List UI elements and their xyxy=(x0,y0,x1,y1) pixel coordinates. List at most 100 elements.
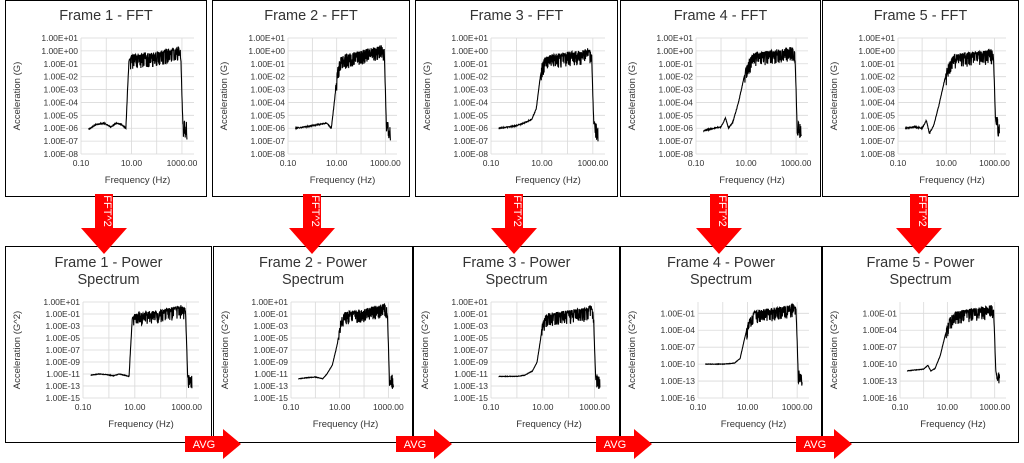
x-axis-label: Frequency (Hz) xyxy=(515,175,580,186)
fft-squared-arrow: FFT^2 xyxy=(896,194,942,254)
y-tick-label: 1.00E-03 xyxy=(44,85,79,95)
x-axis-label: Frequency (Hz) xyxy=(108,419,173,430)
x-axis-label: Frequency (Hz) xyxy=(310,175,375,186)
y-tick-label: 1.00E-06 xyxy=(454,123,489,133)
y-tick-label: 1.00E-08 xyxy=(861,149,896,159)
avg-arrow-label: AVG xyxy=(604,439,626,451)
x-tick-label: 1000.00 xyxy=(979,158,1010,168)
y-tick-label: 1.00E-01 xyxy=(454,309,489,319)
panel-title-line: Frame 3 - Power xyxy=(462,255,571,271)
y-tick-label: 1.00E-11 xyxy=(454,369,488,379)
chart-svg: 1.00E+011.00E+001.00E-011.00E-021.00E-03… xyxy=(12,33,198,186)
y-tick-label: 1.00E-13 xyxy=(661,376,696,386)
y-tick-label: 1.00E-07 xyxy=(46,345,81,355)
y-tick-label: 1.00E-13 xyxy=(254,381,289,391)
x-tick-label: 10.00 xyxy=(532,402,554,412)
y-tick-label: 1.00E-09 xyxy=(254,357,289,367)
y-tick-label: 1.00E-06 xyxy=(251,123,286,133)
x-tick-label: 1000.00 xyxy=(577,158,608,168)
y-tick-label: 1.00E+01 xyxy=(858,33,895,43)
y-tick-label: 1.00E-03 xyxy=(861,85,896,95)
x-tick-label: 0.10 xyxy=(690,402,707,412)
arrow-shape xyxy=(396,429,452,459)
x-axis-label: Frequency (Hz) xyxy=(105,175,170,186)
series-line xyxy=(294,45,391,141)
series-line xyxy=(906,304,1001,384)
x-tick-label: 1000.00 xyxy=(579,402,610,412)
panel-title: Frame 4 - FFT xyxy=(673,8,768,24)
y-tick-label: 1.00E+00 xyxy=(248,46,285,56)
y-tick-label: 1.00E+01 xyxy=(451,33,488,43)
y-tick-label: 1.00E-09 xyxy=(46,357,81,367)
y-axis-label: Acceleration (G^2) xyxy=(220,311,231,389)
y-tick-label: 1.00E-08 xyxy=(659,149,694,159)
y-tick-label: 1.00E-09 xyxy=(454,357,489,367)
y-tick-label: 1.00E-05 xyxy=(861,110,896,120)
panel-title-line: Spectrum xyxy=(281,272,345,288)
y-tick-label: 1.00E-11 xyxy=(46,369,80,379)
y-tick-label: 1.00E-16 xyxy=(661,393,696,403)
y-tick-label: 1.00E-10 xyxy=(661,359,696,369)
arrow-shape xyxy=(796,429,852,459)
series-line xyxy=(904,48,1000,137)
fft-squared-arrow: FFT^2 xyxy=(81,194,127,254)
y-tick-label: 1.00E-05 xyxy=(44,110,79,120)
panel-title-line: Spectrum xyxy=(77,272,140,288)
fft-squared-arrow: FFT^2 xyxy=(696,194,742,254)
y-tick-label: 1.00E-03 xyxy=(454,321,489,331)
x-axis-label: Frequency (Hz) xyxy=(516,419,581,430)
series-line xyxy=(498,305,601,389)
x-axis-label: Frequency (Hz) xyxy=(919,175,984,186)
x-tick-label: 10.00 xyxy=(737,402,759,412)
panel-title-line: Spectrum xyxy=(485,272,548,288)
x-axis-label: Frequency (Hz) xyxy=(313,419,378,430)
fft-squared-arrow-label: FFT^2 xyxy=(101,195,113,226)
series-line xyxy=(90,305,193,389)
y-tick-label: 1.00E-08 xyxy=(44,149,79,159)
x-tick-label: 10.00 xyxy=(329,402,351,412)
x-tick-label: 0.10 xyxy=(892,402,909,412)
chart-svg: 1.00E-011.00E-041.00E-071.00E-101.00E-13… xyxy=(829,302,1010,430)
y-tick-label: 1.00E-01 xyxy=(251,59,286,69)
fft-squared-arrow-label: FFT^2 xyxy=(309,195,321,226)
x-tick-label: 0.10 xyxy=(283,402,300,412)
y-tick-label: 1.00E+01 xyxy=(41,33,78,43)
panel-title-line: Spectrum xyxy=(689,272,753,288)
series-line xyxy=(298,303,394,389)
x-axis-label: Frequency (Hz) xyxy=(721,419,786,430)
y-tick-label: 1.00E-03 xyxy=(251,85,286,95)
panel-title: Frame 2 - FFT xyxy=(264,8,358,24)
panel-title-line: Frame 2 - Power xyxy=(259,255,367,271)
arrow-shape xyxy=(81,194,127,254)
y-tick-label: 1.00E-16 xyxy=(863,393,898,403)
y-tick-label: 1.00E+01 xyxy=(656,33,693,43)
fft-panel-2: Frame 2 - FFT 1.00E+01 1.00E+00 1.00E-01 1.0… xyxy=(212,0,410,197)
panel-title: Frame 1 - FFT xyxy=(59,8,153,24)
y-tick-label: 1.00E-01 xyxy=(44,59,79,69)
x-tick-label: 1000.00 xyxy=(781,158,812,168)
y-tick-label: 1.00E-15 xyxy=(46,393,81,403)
y-tick-label: 1.00E-04 xyxy=(251,97,286,107)
avg-arrow: AVG xyxy=(396,429,452,459)
y-tick-label: 1.00E+01 xyxy=(251,297,288,307)
y-tick-label: 1.00E-13 xyxy=(863,376,898,386)
y-tick-label: 1.00E-04 xyxy=(863,325,898,335)
x-tick-label: 10.00 xyxy=(124,402,146,412)
fft-squared-arrow-label: FFT^2 xyxy=(916,195,928,226)
panel-title-line: Frame 1 - Power xyxy=(54,255,163,271)
arrow-shape xyxy=(185,429,241,459)
chart-svg: 1.00E+011.00E-011.00E-031.00E-051.00E-07… xyxy=(220,297,404,430)
y-tick-label: 1.00E-04 xyxy=(659,97,694,107)
y-tick-label: 1.00E+01 xyxy=(248,33,285,43)
x-tick-label: 10.00 xyxy=(121,158,143,168)
y-tick-label: 1.00E+00 xyxy=(41,46,78,56)
y-axis-label: Acceleration (G^2) xyxy=(829,311,840,389)
y-axis-label: Acceleration (G) xyxy=(12,62,23,131)
